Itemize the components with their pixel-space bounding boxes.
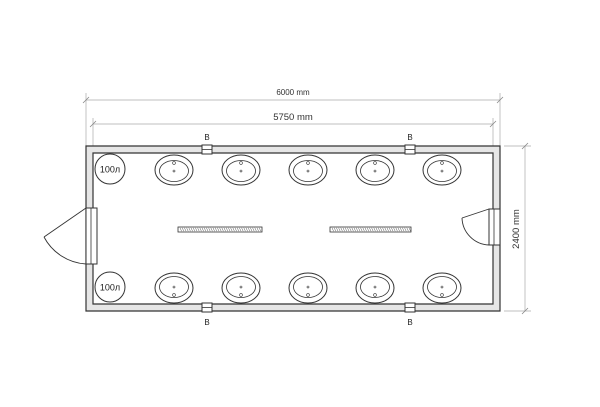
- sink-bottom-4: [355, 272, 395, 304]
- door-left: [43, 207, 98, 265]
- sink-bottom-1: [154, 272, 194, 304]
- rail-left-body: [177, 226, 263, 233]
- window-tag-top-left: B: [204, 133, 209, 142]
- water-tank-top: 100л: [94, 153, 126, 185]
- sink-top-4: [355, 154, 395, 186]
- window-top-right: [404, 144, 416, 155]
- window-tag-bottom-right: B: [407, 318, 412, 327]
- window-top-left: [201, 144, 213, 155]
- water-tank-bottom: 100л: [94, 271, 126, 303]
- sink-top-2: [221, 154, 261, 186]
- dimension-inner-length: 5750 mm: [89, 112, 497, 150]
- window-bottom-right: [404, 302, 416, 313]
- rail-left: [177, 226, 263, 233]
- dimension-width: 2400 mm: [504, 142, 531, 315]
- sink-row-top: [154, 154, 462, 186]
- rail-right-body: [329, 226, 412, 233]
- water-tank-bottom-label: 100л: [100, 283, 120, 293]
- overall-length-label: 6000 mm: [276, 88, 310, 97]
- sink-bottom-2: [221, 272, 261, 304]
- rail-right: [329, 226, 412, 233]
- width-label: 2400 mm: [511, 209, 522, 249]
- dimension-overall-length: 6000 mm: [82, 88, 504, 146]
- sink-bottom-5: [422, 272, 462, 304]
- window-bottom-left: [201, 302, 213, 313]
- window-tag-top-right: B: [407, 133, 412, 142]
- sink-bottom-3: [288, 272, 328, 304]
- window-tag-bottom-left: B: [204, 318, 209, 327]
- inner-length-label: 5750 mm: [273, 112, 313, 123]
- sink-top-3: [288, 154, 328, 186]
- sink-row-bottom: [154, 272, 462, 304]
- sink-top-1: [154, 154, 194, 186]
- water-tank-top-label: 100л: [100, 165, 120, 175]
- door-right: [461, 208, 501, 246]
- sink-top-5: [422, 154, 462, 186]
